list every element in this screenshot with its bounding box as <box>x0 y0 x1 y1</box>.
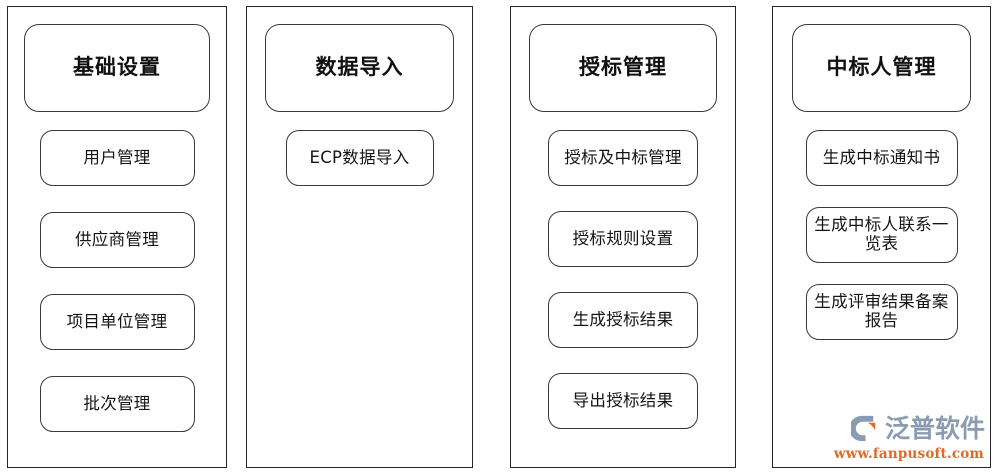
item-label: 导出授标结果 <box>572 390 674 410</box>
item-project-unit-management[interactable]: 项目单位管理 <box>39 294 195 350</box>
watermark-logo: 泛普软件 www.fanpusoft.com <box>834 403 985 461</box>
column-header-award-management[interactable]: 授标管理 <box>529 24 717 112</box>
watermark-url-text: www.fanpusoft.com <box>833 445 984 462</box>
item-batch-management[interactable]: 批次管理 <box>39 376 195 432</box>
item-label: 授标规则设置 <box>572 228 674 248</box>
column-basic-settings: 基础设置 用户管理 供应商管理 项目单位管理 批次管理 <box>7 6 227 468</box>
column-header-winner-management[interactable]: 中标人管理 <box>792 24 971 112</box>
item-label: 供应商管理 <box>75 229 159 249</box>
item-list-data-import: ECP数据导入 <box>247 130 472 186</box>
item-export-award-result[interactable]: 导出授标结果 <box>548 373 698 429</box>
column-winner-management: 中标人管理 生成中标通知书 生成中标人联系一览表 生成评审结果备案报告 泛普软件 <box>772 6 991 468</box>
item-label: 生成中标通知书 <box>822 147 941 167</box>
item-label: 生成中标人联系一览表 <box>814 215 949 253</box>
watermark-brand-text: 泛普软件 <box>884 413 985 443</box>
item-list-basic-settings: 用户管理 供应商管理 项目单位管理 批次管理 <box>8 130 226 432</box>
item-label: ECP数据导入 <box>309 147 410 167</box>
item-label: 授标及中标管理 <box>564 147 682 167</box>
item-generate-award-notice[interactable]: 生成中标通知书 <box>805 130 958 186</box>
item-label: 批次管理 <box>83 393 151 413</box>
item-label: 项目单位管理 <box>66 311 168 331</box>
column-data-import: 数据导入 ECP数据导入 <box>246 6 473 468</box>
fanpu-logo-icon <box>850 415 876 441</box>
item-user-management[interactable]: 用户管理 <box>39 130 195 186</box>
item-award-and-winning-management[interactable]: 授标及中标管理 <box>548 130 698 186</box>
column-header-label: 基础设置 <box>73 55 161 80</box>
item-supplier-management[interactable]: 供应商管理 <box>39 212 195 268</box>
item-award-rule-settings[interactable]: 授标规则设置 <box>548 211 698 267</box>
item-list-winner-management: 生成中标通知书 生成中标人联系一览表 生成评审结果备案报告 <box>773 130 990 340</box>
item-generate-review-result-report[interactable]: 生成评审结果备案报告 <box>805 284 958 340</box>
item-generate-winner-contact-list[interactable]: 生成中标人联系一览表 <box>805 207 958 263</box>
column-award-management: 授标管理 授标及中标管理 授标规则设置 生成授标结果 导出授标结果 <box>510 6 736 468</box>
item-label: 生成授标结果 <box>572 309 674 329</box>
item-generate-award-result[interactable]: 生成授标结果 <box>548 292 698 348</box>
item-ecp-data-import[interactable]: ECP数据导入 <box>285 130 434 186</box>
watermark-brand-row: 泛普软件 <box>850 413 985 444</box>
column-header-data-import[interactable]: 数据导入 <box>265 24 454 112</box>
column-header-label: 数据导入 <box>315 55 404 80</box>
column-header-basic-settings[interactable]: 基础设置 <box>24 24 210 112</box>
item-label: 用户管理 <box>83 147 151 167</box>
column-header-label: 授标管理 <box>579 55 667 80</box>
item-label: 生成评审结果备案报告 <box>814 292 949 330</box>
item-list-award-management: 授标及中标管理 授标规则设置 生成授标结果 导出授标结果 <box>511 130 735 429</box>
column-header-label: 中标人管理 <box>826 55 937 80</box>
